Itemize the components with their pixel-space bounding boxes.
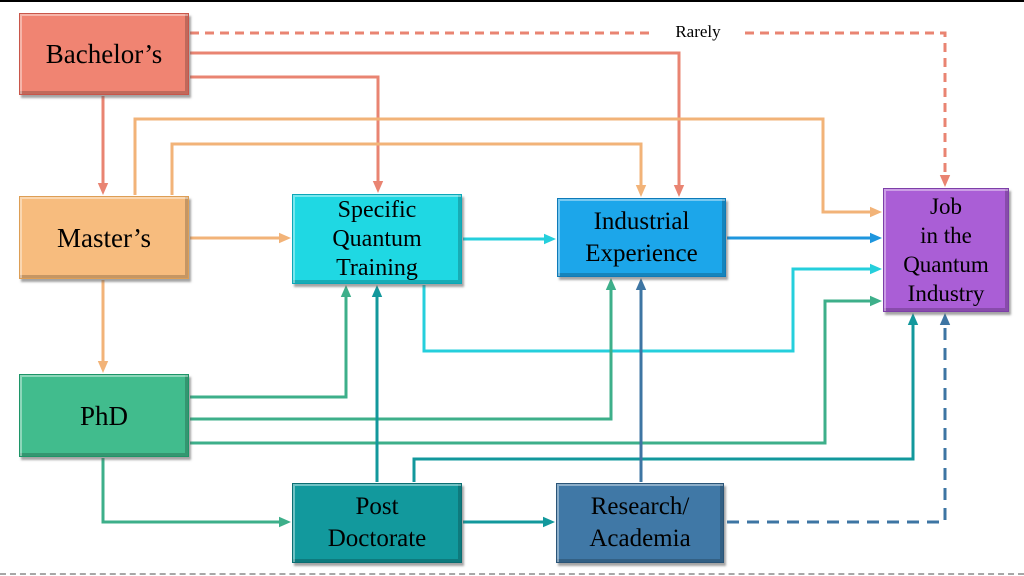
edge-research-to-job	[727, 313, 951, 524]
node-label-line: PhD	[79, 400, 128, 431]
edge-postdoc-to-training	[371, 285, 383, 482]
arrowhead	[97, 361, 109, 373]
bottom-rule	[0, 573, 1024, 575]
edge-training-to-job	[422, 263, 882, 353]
arrowhead	[97, 183, 109, 195]
arrowhead	[939, 313, 951, 325]
arrowhead	[340, 285, 352, 297]
node-label-line: Industry	[907, 281, 985, 306]
edge-research-to-industrial	[635, 278, 647, 482]
edge-bachelors-to-job-rarely	[190, 31, 951, 187]
edge-phd-to-postdoc	[101, 458, 291, 528]
edge-training-to-industrial	[463, 233, 556, 245]
arrowhead	[673, 185, 685, 197]
edge-phd-to-industrial	[190, 278, 617, 421]
top-rule	[0, 0, 1024, 2]
edge-masters-to-phd	[97, 280, 109, 373]
arrowhead	[870, 295, 882, 307]
node-bachelors: Bachelor’s	[19, 13, 189, 95]
edge-phd-to-job	[190, 295, 882, 445]
edge-phd-to-training	[190, 285, 352, 399]
node-label-line: Experience	[585, 239, 698, 267]
arrowhead	[279, 232, 291, 244]
arrowhead	[907, 313, 919, 325]
node-phd: PhD	[19, 374, 189, 457]
node-label-line: Training	[336, 254, 418, 281]
node-label-line: Post	[355, 493, 399, 520]
node-label-line: Job	[930, 194, 962, 219]
arrowhead	[870, 232, 882, 244]
node-masters: Master’s	[19, 196, 189, 279]
arrowhead	[543, 516, 555, 528]
node-label-line: Master’s	[57, 222, 151, 253]
edge-industrial-to-job	[727, 232, 882, 244]
edge-bachelors-to-masters	[97, 96, 109, 195]
edge-postdoc-to-research	[463, 516, 555, 528]
node-label-line: Specific	[337, 196, 417, 223]
node-research-academia: Research/Academia	[556, 483, 724, 563]
arrowhead	[279, 516, 291, 528]
node-label-line: Doctorate	[327, 525, 427, 552]
edge-masters-to-job	[133, 117, 882, 218]
arrowhead	[870, 263, 882, 275]
rarely-label: Rarely	[652, 19, 744, 45]
arrowhead	[605, 278, 617, 290]
node-label-line: Quantum	[332, 225, 422, 252]
node-label-line: Industrial	[593, 207, 690, 235]
edge-postdoc-to-job	[412, 313, 919, 482]
node-label-line: Academia	[589, 525, 691, 552]
node-label-line: Research/	[590, 493, 690, 520]
node-label-line: Quantum	[903, 252, 989, 277]
edge-masters-to-industrial	[170, 142, 647, 197]
arrowhead	[870, 206, 882, 218]
arrowhead	[939, 175, 951, 187]
node-label-line: Bachelor’s	[45, 39, 163, 69]
arrowhead	[635, 185, 647, 197]
arrowhead	[372, 181, 384, 193]
arrowhead	[371, 285, 383, 297]
edge-masters-to-training	[190, 232, 291, 244]
edge-bachelors-to-industrial	[190, 51, 685, 197]
node-label-line: in the	[920, 223, 972, 248]
edge-bachelors-to-training	[190, 75, 384, 193]
arrowhead	[544, 233, 556, 245]
arrowhead	[635, 278, 647, 290]
